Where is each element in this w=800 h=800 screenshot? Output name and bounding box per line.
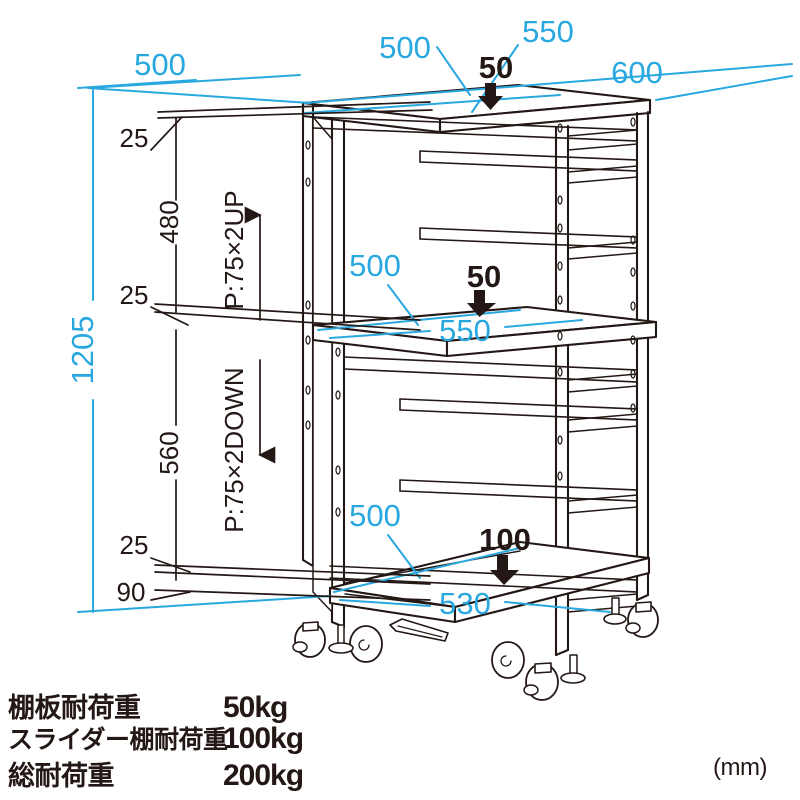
right-side-rail-upper-1 (567, 165, 638, 184)
pitch-labels: P:75×2UP P:75×2DOWN (219, 190, 249, 532)
dim-upper-480: 480 (154, 200, 184, 243)
post-right-rear (635, 110, 650, 602)
dim-bottom-width: 530 (439, 586, 491, 621)
slider-rail-upper-1 (419, 150, 638, 172)
black-dimension-labels: 25 480 25 560 25 90 (117, 123, 184, 607)
dim-top-width-inner: 550 (522, 14, 574, 49)
post-left-rear (301, 100, 315, 568)
dim-gap-bottom-25: 25 (120, 530, 149, 560)
caster-rear-right (625, 601, 659, 638)
caster-front-right (523, 662, 559, 701)
middle-shelf-right-rail (567, 373, 638, 393)
load-arrow-bottom (490, 555, 519, 585)
slider-rail-lower-2 (399, 479, 638, 502)
slider-rail-upper-2 (419, 227, 638, 249)
dim-overall-height: 1205 (65, 316, 100, 385)
middle-shelf-rear-rail (343, 356, 638, 383)
load-callout-labels: 50 50 100 (467, 50, 531, 557)
dim-gap-top-25: 25 (120, 123, 149, 153)
rear-top-rail (312, 116, 638, 142)
caster-mid-left (349, 625, 383, 663)
legend-value-total-load: 200kg (223, 759, 304, 792)
legend-label-total-load: 総耐荷重 (8, 761, 115, 792)
dim-bottom-depth: 500 (349, 498, 401, 533)
pitch-down-label: P:75×2DOWN (219, 367, 249, 532)
slider-rail-lower-1 (399, 398, 638, 421)
legend-label-slider-load: スライダー棚耐荷重 (8, 725, 228, 754)
leveling-foot-left (328, 624, 354, 654)
dim-top-depth-right: 500 (379, 30, 431, 65)
rack-body (292, 83, 659, 701)
load-top-label: 50 (479, 50, 513, 85)
dim-top-width-outer: 600 (611, 55, 663, 90)
left-side-frame (312, 116, 333, 613)
right-side-rail-upper-2 (567, 241, 638, 260)
bottom-shelf (328, 540, 651, 624)
leveling-foot-rear (603, 597, 627, 625)
bottom-shelf-lip (344, 550, 521, 608)
right-side-frame (567, 129, 638, 151)
legend-value-slider-load: 100kg (223, 722, 304, 755)
post-adjustment-holes (305, 117, 636, 517)
brake-handle (389, 618, 449, 642)
right-side-rail-lower-1 (567, 413, 638, 433)
post-left-front (330, 118, 346, 629)
load-arrows (467, 83, 519, 585)
dim-gap-mid-25: 25 (120, 280, 149, 310)
unit-note: (mm) (713, 754, 767, 781)
legend-value-shelf-load: 50kg (223, 691, 288, 724)
load-middle-label: 50 (467, 259, 501, 294)
legend-row: スライダー棚耐荷重 100kg (8, 720, 368, 755)
dim-mid-width: 550 (439, 313, 491, 348)
load-bottom-label: 100 (479, 522, 531, 557)
load-arrow-top (478, 83, 503, 110)
caster-mid-right (491, 641, 525, 679)
dim-mid-depth: 500 (349, 248, 401, 283)
cyan-dimension-lines (77, 44, 793, 613)
leveling-foot-right (560, 654, 586, 684)
load-capacity-legend: 棚板耐荷重 50kg スライダー棚耐荷重 100kg 総耐荷重 200kg (8, 686, 368, 792)
legend-row: 棚板耐荷重 50kg (8, 686, 368, 724)
right-side-rail-lower-2 (567, 494, 638, 514)
dim-lower-560: 560 (154, 431, 184, 474)
dim-base-90: 90 (117, 577, 146, 607)
black-dimension-lines (150, 101, 433, 601)
load-arrow-middle (467, 290, 496, 317)
legend-label-shelf-load: 棚板耐荷重 (8, 693, 141, 724)
pitch-up-label: P:75×2UP (219, 190, 249, 309)
legend-row: 総耐荷重 200kg (8, 754, 368, 792)
caster-front-left (292, 621, 326, 658)
dim-top-depth-left: 500 (134, 47, 186, 82)
bottom-right-rail (567, 593, 638, 613)
cyan-dimension-labels: 500 500 550 600 1205 500 550 500 530 (65, 14, 663, 621)
